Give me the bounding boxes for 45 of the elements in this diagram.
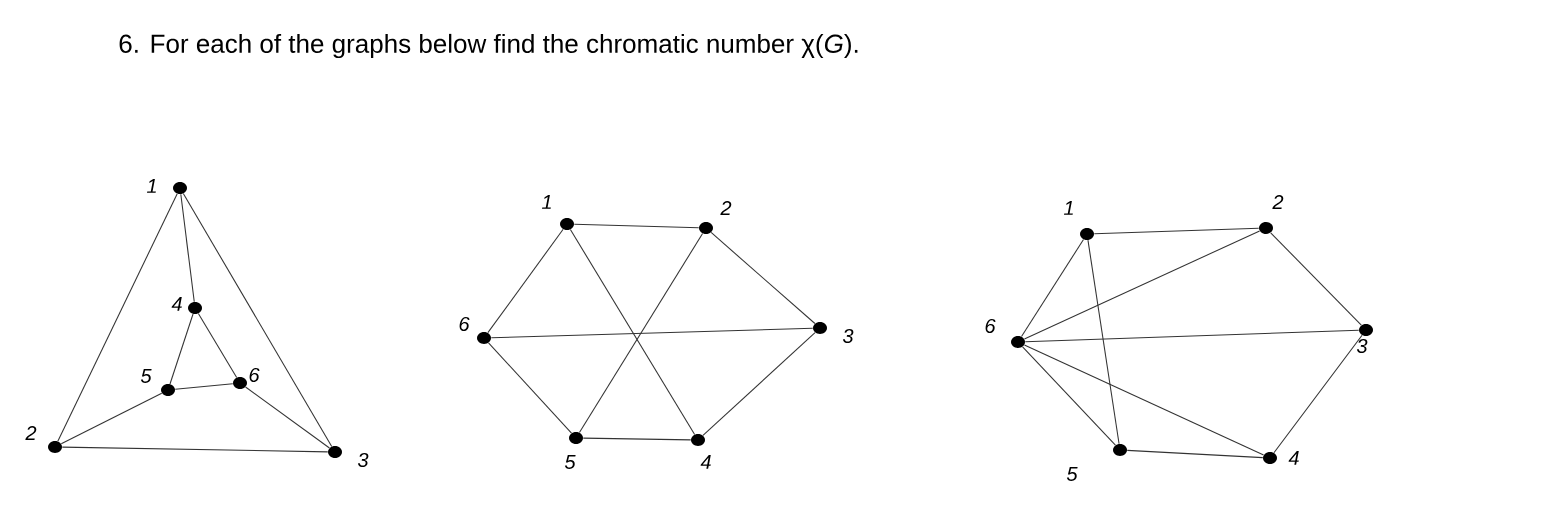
edge-line	[573, 223, 700, 229]
vertex-label: 2	[25, 426, 37, 440]
edge-line	[487, 228, 564, 334]
edge-line	[61, 446, 329, 453]
vertex-label: 5	[140, 369, 152, 383]
edge-line	[245, 386, 330, 449]
vertex-label: 4	[700, 455, 711, 469]
edge-line	[1023, 230, 1261, 340]
vertex-label: 4	[171, 297, 182, 311]
edge-line	[1126, 449, 1264, 459]
edge-line	[1093, 227, 1260, 235]
edge-line	[1022, 346, 1116, 446]
vertex-label: 2	[720, 201, 732, 215]
edge-line	[1023, 344, 1265, 456]
edge-line	[169, 313, 194, 385]
edge-line	[1024, 329, 1360, 343]
vertex-label: 3	[1356, 338, 1368, 354]
vertex-label: 1	[1063, 201, 1073, 215]
title: 6. For each of the graphs below find the chromatic number χ(G).	[119, 33, 858, 59]
edge-line	[710, 231, 816, 325]
edge-line	[174, 383, 234, 390]
edge-line	[1087, 239, 1120, 445]
vertex-label: 3	[357, 452, 369, 468]
vertex-label: 6	[985, 318, 996, 334]
edge-line	[180, 193, 195, 303]
vertex-label: 6	[459, 316, 470, 332]
edge-line	[60, 392, 163, 445]
edge-line	[488, 342, 573, 434]
vertex-label: 6	[249, 367, 260, 383]
vertex-label: 5	[564, 455, 576, 469]
edge-line	[1020, 238, 1085, 338]
edge-line	[1270, 232, 1362, 326]
edge-line	[702, 332, 816, 436]
edge-line	[182, 193, 333, 447]
edge-line	[582, 437, 692, 441]
edge-line	[1273, 334, 1363, 454]
vertex-label: 3	[842, 328, 854, 344]
vertex-label: 1	[147, 179, 156, 193]
vertex-label: 4	[1288, 451, 1299, 465]
vertex-label: 2	[1272, 195, 1284, 209]
vertex-label: 1	[541, 195, 551, 209]
edge-line	[57, 193, 178, 442]
edge-line	[490, 327, 814, 339]
vertex-label: 5	[1066, 467, 1078, 481]
edge-line	[197, 313, 238, 378]
